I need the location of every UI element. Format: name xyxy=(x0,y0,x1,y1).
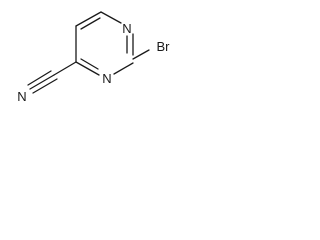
atom-nitrile-n-label: N xyxy=(17,89,26,104)
bond-c6-n1 xyxy=(100,11,122,24)
bond-c6-c5 xyxy=(75,11,102,27)
nitrile-triple-bond xyxy=(27,70,58,94)
molecule-structure: N N Br N xyxy=(17,11,171,104)
bond-c2-br xyxy=(132,49,150,60)
bond-cn-3 xyxy=(32,78,58,94)
bond-cn-2 xyxy=(27,70,52,86)
bond-c4-cnitrile xyxy=(53,61,77,76)
bond-n3-c4 xyxy=(75,61,100,76)
atom-n1-label: N xyxy=(122,21,131,36)
bond-n3-c4-inner xyxy=(80,58,99,70)
ring-bonds xyxy=(75,11,134,76)
atom-n3-label: N xyxy=(102,71,111,86)
bond-c2-n3 xyxy=(113,62,134,75)
bond-c6-c5-inner xyxy=(80,17,101,30)
bond-cn-1 xyxy=(29,74,55,90)
atom-br-label: Br xyxy=(157,39,171,54)
